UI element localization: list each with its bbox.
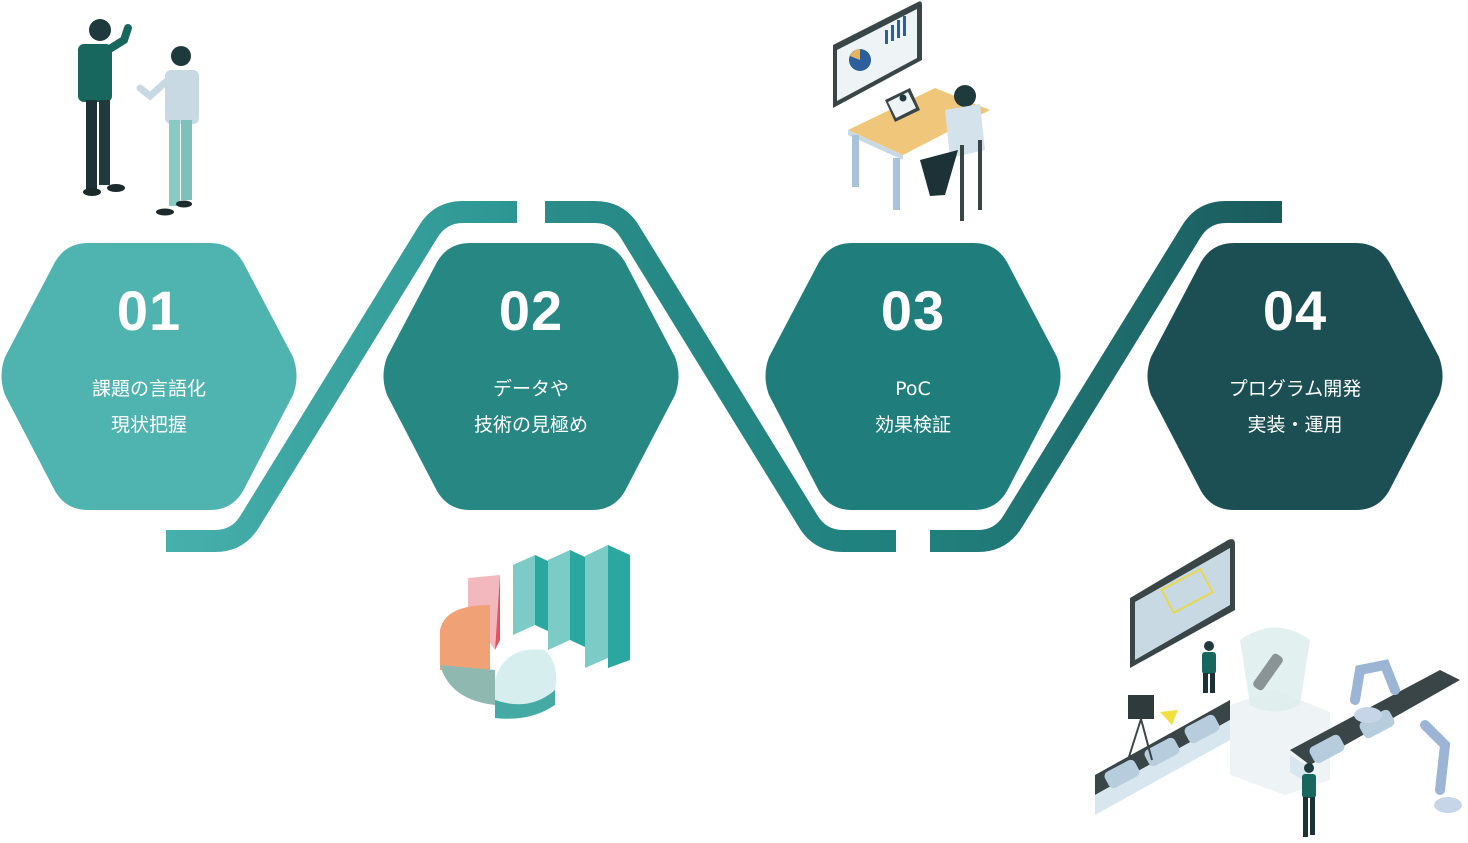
hexagon-step-2 <box>383 243 679 510</box>
step-number: 04 <box>1262 279 1328 342</box>
hexagon-step-4 <box>1147 243 1443 510</box>
step-label-line2: 技術の見極め <box>473 414 588 436</box>
connector-1-2 <box>166 201 517 552</box>
step-label-line1: 課題の言語化 <box>91 378 206 400</box>
step-label-line2: 効果検証 <box>874 414 951 436</box>
step-label: PoC 効果検証 <box>875 371 951 443</box>
step-4: 04 プログラム開発 実装・運用 <box>1146 243 1444 510</box>
step-number: 01 <box>116 279 182 342</box>
step-number: 02 <box>498 279 564 342</box>
step-label: プログラム開発 実装・運用 <box>1229 371 1361 443</box>
step-label: データや 技術の見極め <box>474 371 588 443</box>
step-label-line1: データや <box>492 378 569 400</box>
hexagon-step-3 <box>765 243 1061 510</box>
step-label-line1: プログラム開発 <box>1228 378 1362 400</box>
desk-dashboard-illustration <box>833 1 990 221</box>
step-label-line2: 現状把握 <box>110 414 187 436</box>
step-1: 01 課題の言語化 現状把握 <box>0 243 298 510</box>
two-people-illustration <box>78 19 199 216</box>
connector-2-3 <box>545 201 896 552</box>
step-label: 課題の言語化 現状把握 <box>92 371 206 443</box>
step-label-line2: 実装・運用 <box>1247 414 1343 436</box>
step-label-line1: PoC <box>895 378 931 400</box>
factory-line-illustration <box>1095 539 1462 837</box>
step-3: 03 PoC 効果検証 <box>764 243 1062 510</box>
chart-illustration <box>440 545 630 719</box>
hexagon-step-1 <box>1 243 297 510</box>
connector-3-4 <box>930 201 1282 552</box>
step-number: 03 <box>880 279 946 342</box>
step-2: 02 データや 技術の見極め <box>382 243 680 510</box>
